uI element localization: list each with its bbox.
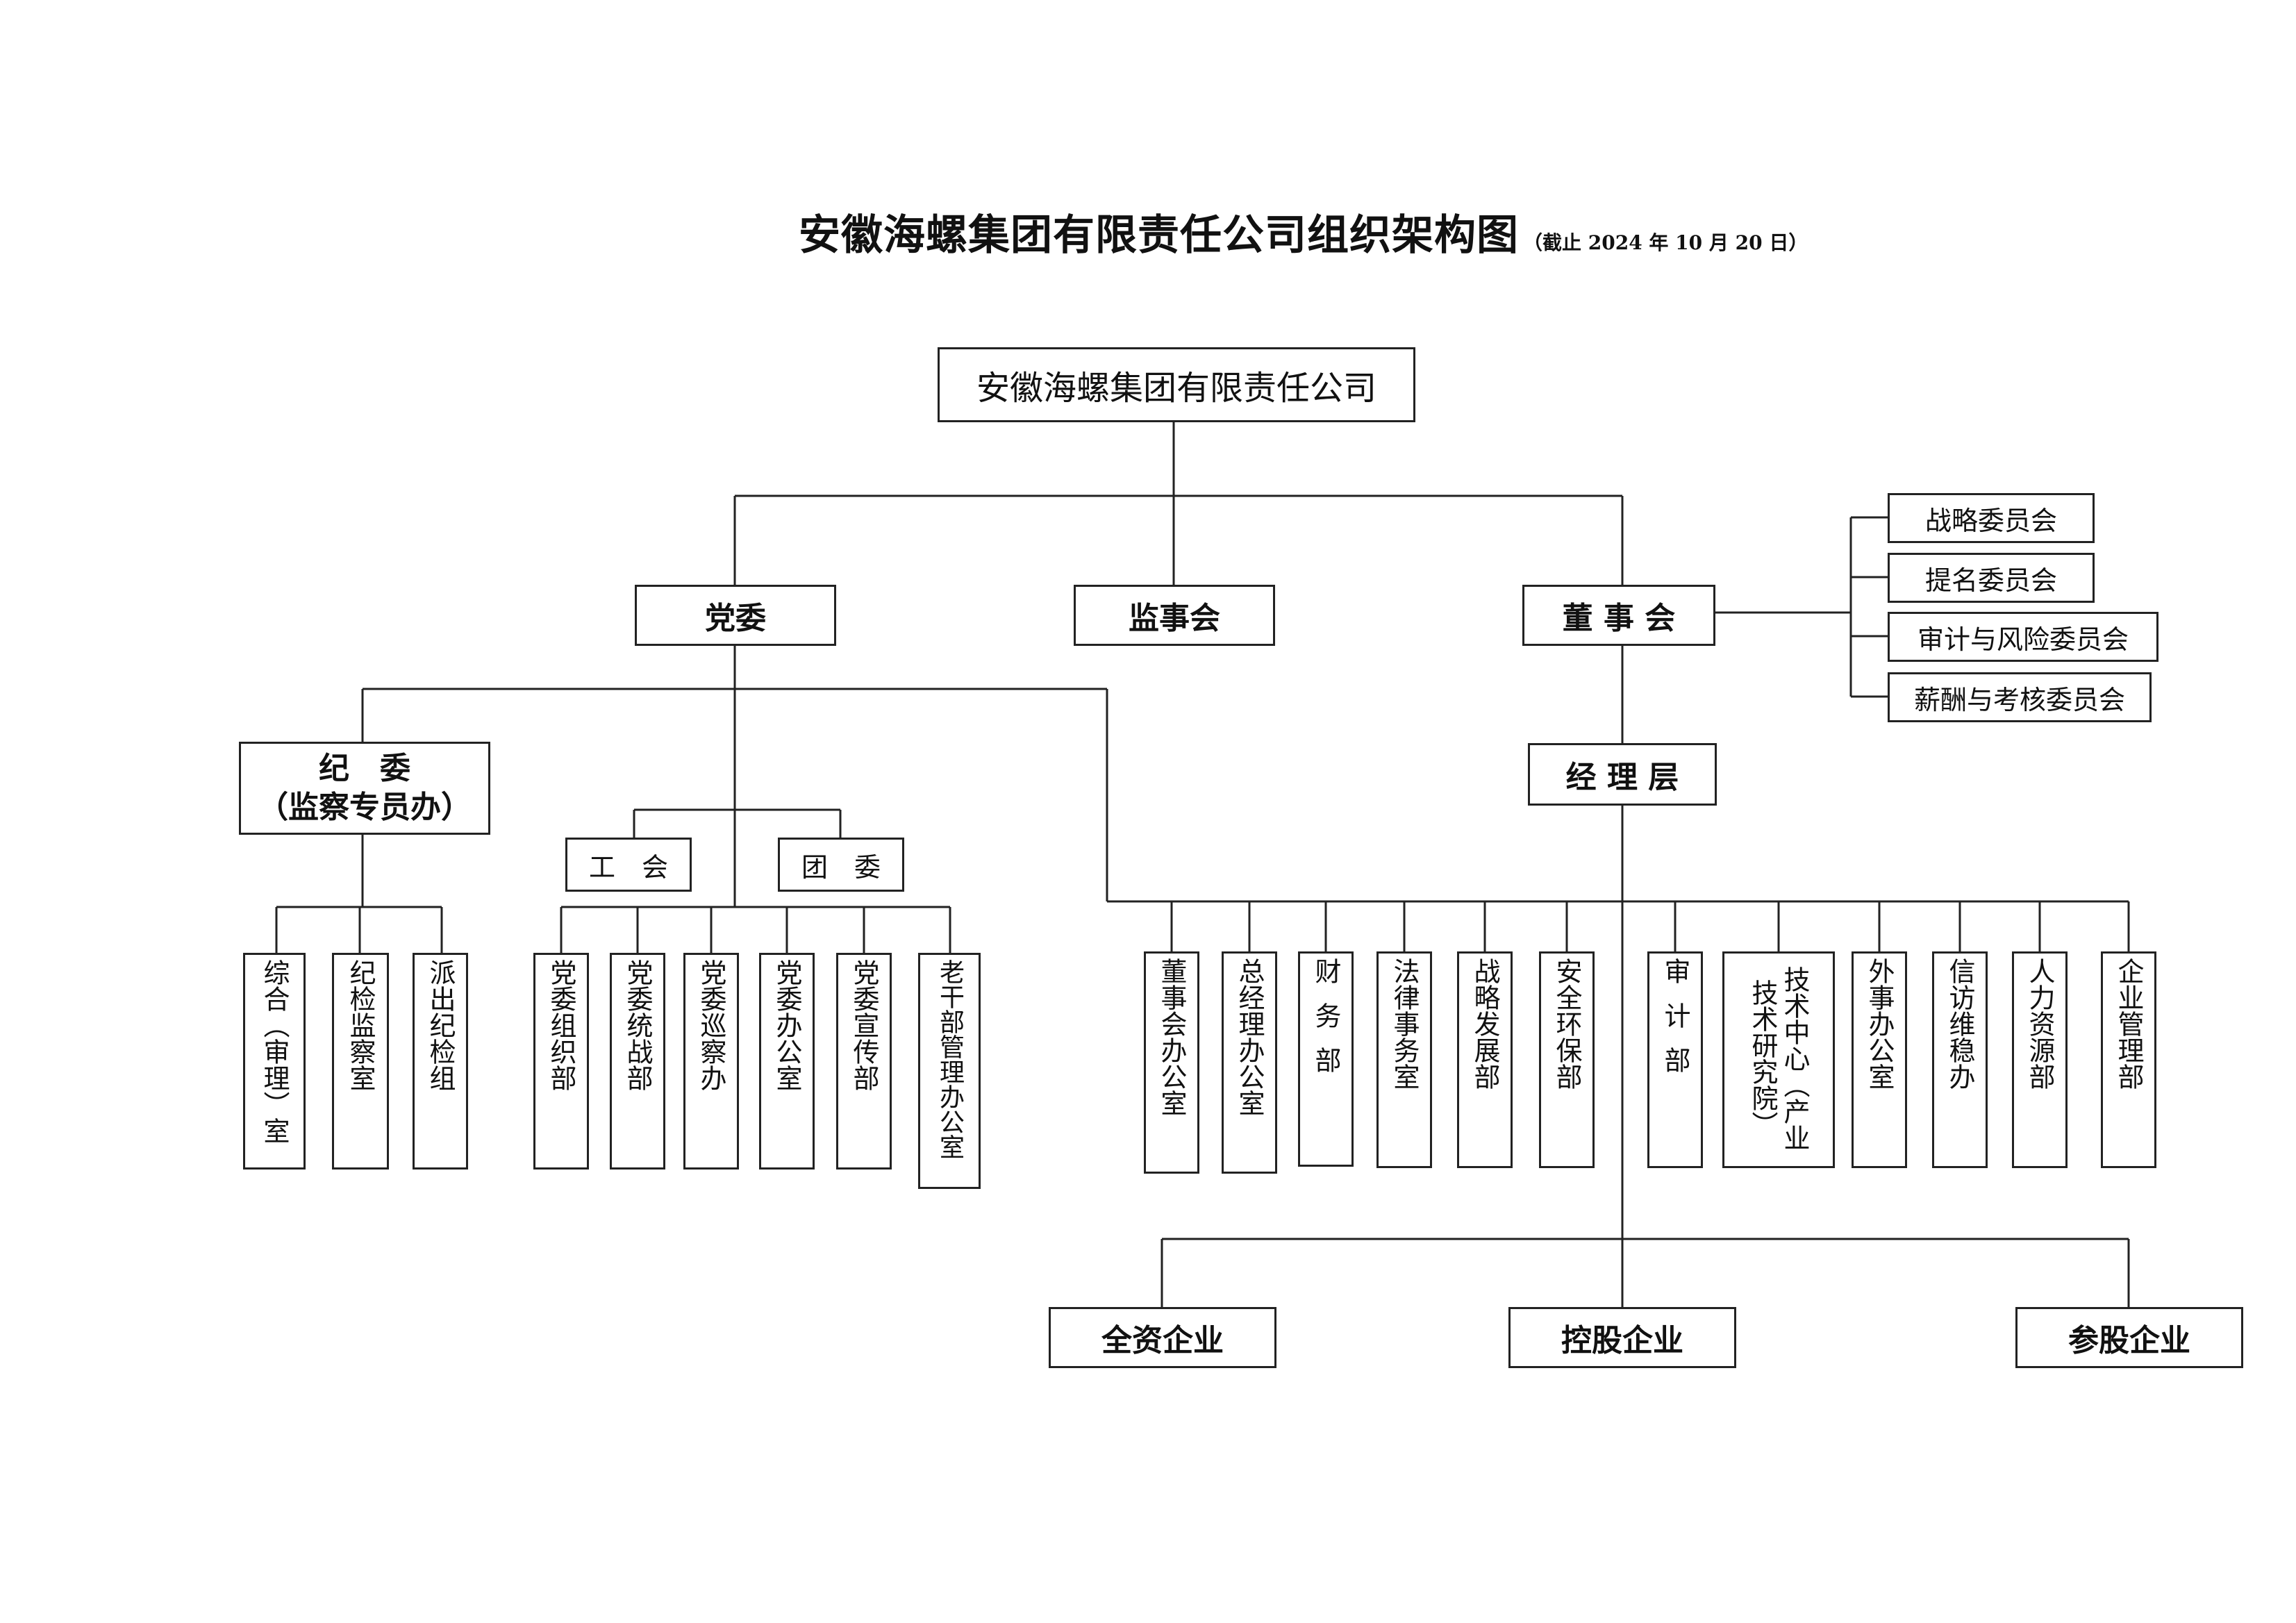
committee-audit-risk-box: 审计与风险委员会	[1888, 612, 2158, 662]
mgmt-dept-label: 信访维稳办	[1945, 958, 1975, 1090]
committee-label: 审计与风险委员会	[1917, 624, 2129, 655]
party-dept-label: 党委巡察办	[696, 959, 726, 1091]
mgmt-dept-box: 总经理办公室	[1222, 951, 1277, 1174]
discipline-unit-box: 派出纪检组	[413, 953, 468, 1170]
wholly-owned-enterprises-box: 全资企业	[1049, 1307, 1276, 1368]
discipline-committee-box: 纪 委 （监察专员办）	[239, 742, 490, 835]
mgmt-dept-label: 总经理办公室	[1234, 958, 1265, 1116]
committee-compensation-box: 薪酬与考核委员会	[1888, 672, 2152, 722]
mgmt-dept-box: 信访维稳办	[1932, 951, 1988, 1168]
youth-league-label: 团 委	[801, 851, 881, 883]
mgmt-dept-label: 技术中心（产业技术研究院）	[1747, 966, 1810, 1151]
discipline-title-line1: 纪 委	[319, 751, 410, 786]
board-of-directors-box: 董 事 会	[1522, 585, 1715, 646]
party-dept-box: 党委宣传部	[836, 953, 892, 1170]
party-dept-box: 党委办公室	[759, 953, 815, 1170]
party-dept-label: 党委统战部	[622, 959, 653, 1091]
company-label: 安徽海螺集团有限责任公司	[976, 369, 1376, 408]
supervisory-board-box: 监事会	[1074, 585, 1275, 646]
mgmt-dept-box: 董事会办公室	[1144, 951, 1199, 1174]
mgmt-dept-box: 企业管理部	[2101, 951, 2156, 1168]
committee-strategy-box: 战略委员会	[1888, 493, 2095, 543]
controlled-enterprises-box: 控股企业	[1508, 1307, 1736, 1368]
mgmt-dept-box: 法律事务室	[1376, 951, 1432, 1168]
discipline-unit-label: 纪检监察室	[345, 959, 376, 1091]
discipline-unit-label: 派出纪检组	[425, 959, 456, 1091]
mgmt-dept-label: 人力资源部	[2024, 958, 2055, 1090]
committee-label: 战略委员会	[1924, 505, 2057, 536]
party-committee-box: 党委	[635, 585, 836, 646]
supervisory-board-label: 监事会	[1129, 601, 1220, 636]
party-dept-box: 老干部管理办公室	[918, 953, 981, 1189]
youth-league-box: 团 委	[778, 838, 904, 892]
participating-enterprises-box: 参股企业	[2015, 1307, 2243, 1368]
title-main: 安徽海螺集团有限责任公司组织架构图	[799, 211, 1519, 260]
mgmt-dept-label: 审计部	[1660, 958, 1690, 1091]
mgmt-dept-label: 法律事务室	[1389, 958, 1420, 1090]
mgmt-dept-label: 安全环保部	[1552, 958, 1582, 1090]
company-box: 安徽海螺集团有限责任公司	[938, 347, 1415, 422]
party-dept-label: 党委宣传部	[849, 959, 879, 1091]
enterprise-label: 参股企业	[2068, 1323, 2190, 1358]
mgmt-dept-box: 安全环保部	[1539, 951, 1595, 1168]
party-dept-label: 老干部管理办公室	[935, 959, 964, 1159]
mgmt-dept-label: 财务部	[1311, 958, 1341, 1091]
mgmt-dept-box: 外事办公室	[1852, 951, 1907, 1168]
discipline-unit-box: 综合（审理）室	[243, 953, 306, 1170]
chart-title: 安徽海螺集团有限责任公司组织架构图（截止 2024 年 10 月 20 日）	[799, 201, 1808, 262]
discipline-unit-label: 综合（审理）室	[259, 959, 290, 1144]
mgmt-dept-box: 审计部	[1647, 951, 1703, 1168]
mgmt-dept-label: 战略发展部	[1470, 958, 1500, 1090]
committee-label: 薪酬与考核委员会	[1913, 684, 2125, 715]
mgmt-dept-label: 董事会办公室	[1156, 958, 1187, 1116]
mgmt-dept-box: 技术中心（产业技术研究院）	[1722, 951, 1835, 1168]
party-dept-label: 党委组织部	[546, 959, 576, 1091]
party-dept-box: 党委组织部	[533, 953, 589, 1170]
title-date-note: （截止 2024 年 10 月 20 日）	[1523, 231, 1808, 254]
board-of-directors-label: 董 事 会	[1562, 601, 1676, 636]
enterprise-label: 控股企业	[1561, 1323, 1683, 1358]
discipline-title-line2: （监察专员办）	[258, 790, 472, 825]
party-dept-box: 党委巡察办	[683, 953, 739, 1170]
party-committee-label: 党委	[705, 601, 766, 636]
party-dept-label: 党委办公室	[772, 959, 802, 1091]
enterprise-label: 全资企业	[1101, 1323, 1224, 1358]
mgmt-dept-label: 外事办公室	[1864, 958, 1895, 1090]
trade-union-label: 工 会	[588, 851, 668, 883]
management-box: 经 理 层	[1528, 743, 1717, 806]
management-label: 经 理 层	[1565, 760, 1679, 795]
party-dept-box: 党委统战部	[610, 953, 665, 1170]
mgmt-dept-box: 战略发展部	[1457, 951, 1513, 1168]
committee-nomination-box: 提名委员会	[1888, 553, 2095, 603]
mgmt-dept-box: 财务部	[1298, 951, 1354, 1167]
mgmt-dept-box: 人力资源部	[2012, 951, 2068, 1168]
committee-label: 提名委员会	[1924, 565, 2057, 596]
trade-union-box: 工 会	[565, 838, 692, 892]
discipline-unit-box: 纪检监察室	[332, 953, 389, 1170]
mgmt-dept-label: 企业管理部	[2113, 958, 2144, 1090]
